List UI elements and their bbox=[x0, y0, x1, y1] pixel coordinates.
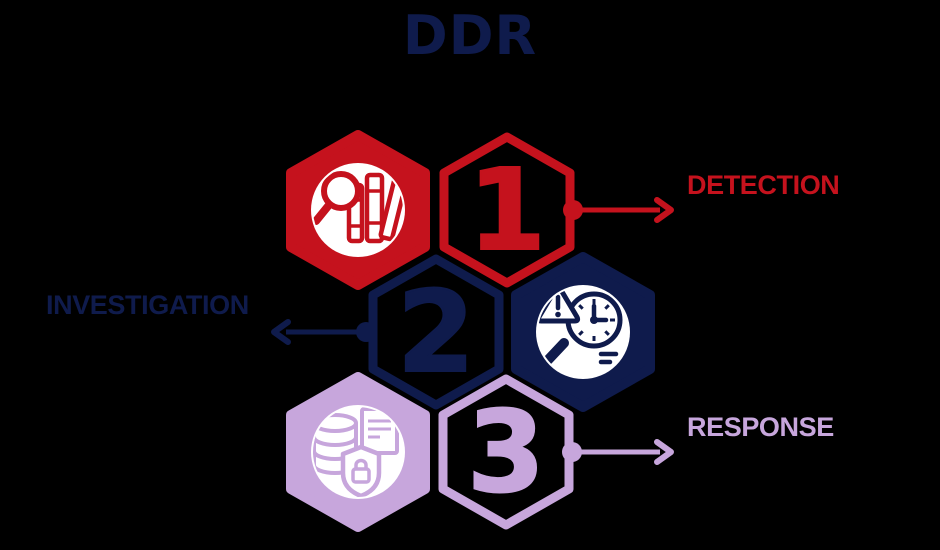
alert-clock-icon bbox=[538, 287, 623, 365]
detection-icon-hexagon bbox=[286, 130, 430, 290]
step-2-number: 2 bbox=[397, 268, 475, 398]
investigation-icon-hexagon bbox=[511, 252, 655, 412]
page-title: DDR bbox=[402, 4, 538, 67]
step-1-number: 1 bbox=[468, 146, 546, 276]
step-1-hexagon: 1 bbox=[439, 132, 575, 288]
step-2-hexagon: 2 bbox=[368, 254, 504, 410]
response-icon-hexagon bbox=[286, 372, 430, 532]
detection-label: DETECTION bbox=[687, 170, 840, 200]
step-3-number: 3 bbox=[467, 388, 545, 518]
arrow-head-icon bbox=[271, 319, 291, 345]
arrow-head-icon bbox=[654, 197, 674, 223]
response-label: RESPONSE bbox=[687, 412, 834, 442]
arrow-head-icon bbox=[654, 439, 674, 465]
step-3-hexagon: 3 bbox=[438, 374, 574, 530]
investigation-label: INVESTIGATION bbox=[46, 290, 249, 320]
